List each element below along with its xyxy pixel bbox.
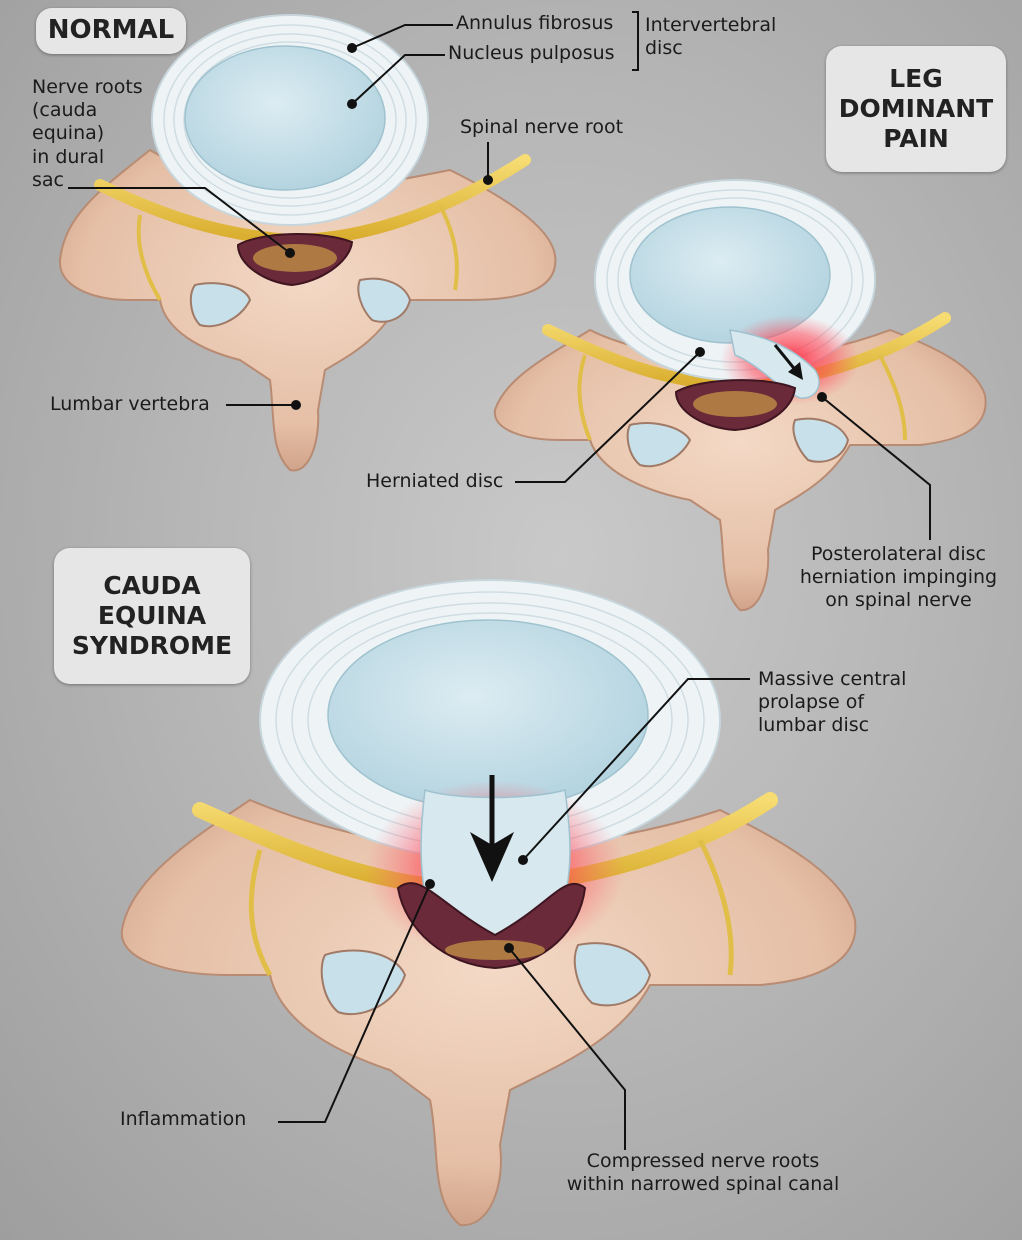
normal-nucleus <box>185 46 385 190</box>
badge-cauda-equina-syndrome: CAUDA EQUINA SYNDROME <box>54 548 250 684</box>
label-herniated-disc: Herniated disc <box>366 470 503 493</box>
dot-compressed <box>504 943 514 953</box>
label-nucleus-pulposus: Nucleus pulposus <box>448 42 615 65</box>
badge-leg-dominant-pain: LEG DOMINANT PAIN <box>826 46 1006 172</box>
dot-nerve-roots <box>285 248 295 258</box>
dot-nucleus <box>347 99 357 109</box>
label-inflammation: Inflammation <box>120 1108 246 1131</box>
label-spinal-nerve-root: Spinal nerve root <box>460 116 623 139</box>
badge-leg-dominant-text: LEG DOMINANT PAIN <box>839 64 993 154</box>
dot-posterolateral <box>817 392 827 402</box>
label-intervertebral-disc: Intervertebral disc <box>645 14 776 60</box>
badge-normal: NORMAL <box>36 8 186 54</box>
cauda-compressed-roots <box>445 940 545 960</box>
label-massive-central-prolapse: Massive central prolapse of lumbar disc <box>758 668 906 738</box>
badge-normal-text: NORMAL <box>48 15 174 46</box>
dot-lumbar-vertebra <box>291 400 301 410</box>
dot-inflammation <box>425 879 435 889</box>
badge-cauda-text: CAUDA EQUINA SYNDROME <box>72 571 232 661</box>
dot-herniated-disc <box>695 347 705 357</box>
dot-massive <box>518 855 528 865</box>
label-posterolateral-herniation: Posterolateral disc herniation impinging… <box>786 543 1011 613</box>
leader-intervertebral-bracket <box>632 12 638 70</box>
label-annulus-fibrosus: Annulus fibrosus <box>456 12 613 35</box>
dot-annulus <box>347 43 357 53</box>
label-compressed-nerve-roots: Compressed nerve roots within narrowed s… <box>548 1150 858 1196</box>
normal-cauda-equina <box>253 244 337 272</box>
label-lumbar-vertebra: Lumbar vertebra <box>50 393 210 416</box>
leg-cauda-equina <box>693 391 777 417</box>
label-nerve-roots: Nerve roots (cauda equina) in dural sac <box>32 76 143 192</box>
dot-spinal-nerve-root <box>483 175 493 185</box>
